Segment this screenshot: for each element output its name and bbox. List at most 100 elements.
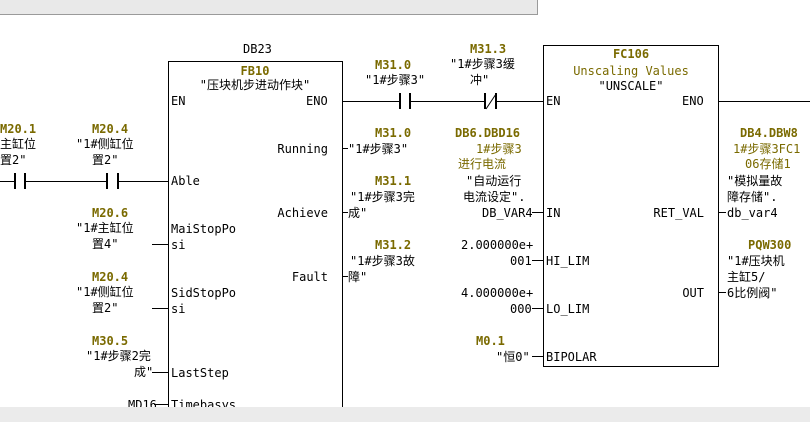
fb10-pin-sidstoppo: SidStopPo	[171, 286, 237, 300]
contact-2-right-bar[interactable]	[117, 173, 119, 189]
fb10-name: FB10	[240, 64, 270, 78]
contact-1-left-bar[interactable]	[14, 173, 16, 189]
fault-symbol-line2: 障"	[348, 270, 368, 284]
fc106-comment: "UNSCALE"	[598, 79, 664, 93]
no-contact-symbol: "1#步骤3"	[365, 73, 426, 87]
fc106-subtitle: Unscaling Values	[573, 64, 689, 78]
wire	[119, 181, 168, 182]
wire	[718, 292, 726, 293]
nc-contact-address: M31.3	[470, 42, 507, 56]
laststep-symbol-line1: "1#步骤2完	[86, 349, 151, 363]
maistop-symbol-line1: "1#主缸位	[76, 221, 134, 235]
fc106-pin-ret-val: RET_VAL	[653, 206, 704, 220]
fc106-pin-lo-lim: LO_LIM	[546, 302, 590, 316]
nc-contact-right-bar[interactable]	[495, 93, 497, 109]
wire	[411, 101, 484, 102]
wire	[342, 276, 348, 277]
maistop-address: M20.6	[92, 206, 129, 220]
ret-val-address: DB4.DBW8	[740, 126, 798, 140]
fb10-eno-pin: ENO	[306, 94, 328, 108]
out-address: PQW300	[748, 238, 792, 252]
contact-1-symbol-line2: 置2"	[0, 153, 27, 167]
wire	[26, 181, 106, 182]
in-symbol-line1: "自动运行	[466, 174, 522, 188]
horizontal-scrollbar[interactable]	[0, 407, 810, 422]
fc106-block[interactable]	[543, 45, 719, 367]
fc106-eno-pin: ENO	[682, 94, 704, 108]
contact-1-right-bar[interactable]	[24, 173, 26, 189]
ret-val-comment-line1: 1#步骤3FC1	[733, 142, 801, 156]
wire	[532, 356, 543, 357]
no-contact-left-bar[interactable]	[399, 93, 401, 109]
contact-2-left-bar[interactable]	[106, 173, 108, 189]
fc106-pin-bipolar: BIPOLAR	[546, 350, 597, 364]
achieve-symbol-line2: 成"	[348, 206, 368, 220]
in-comment-line2: 进行电流	[458, 157, 507, 171]
wire	[532, 308, 543, 309]
fb10-pin-achieve: Achieve	[277, 206, 328, 220]
lo-lim-value-line1: 4.000000e+	[461, 286, 534, 300]
achieve-address: M31.1	[375, 174, 412, 188]
wire	[0, 181, 14, 182]
achieve-symbol-line1: "1#步骤3完	[350, 190, 415, 204]
out-symbol-line3: 6比例阀"	[727, 286, 778, 300]
fb10-comment: "压块机步进动作块"	[199, 78, 311, 92]
nc-contact-slash	[485, 93, 497, 110]
wire	[342, 101, 399, 102]
ret-val-symbol-line3: db_var4	[727, 206, 778, 220]
ret-val-symbol-line2: 障存储".	[727, 190, 778, 204]
wire	[532, 260, 543, 261]
bipolar-address: M0.1	[476, 334, 505, 348]
wire	[342, 212, 348, 213]
fc106-pin-out: OUT	[682, 286, 704, 300]
hi-lim-value-line2: 001	[510, 254, 532, 268]
running-symbol: "1#步骤3"	[348, 142, 409, 156]
wire	[718, 212, 726, 213]
nc-contact-symbol-line2: 冲"	[470, 73, 490, 87]
contact-2-address: M20.4	[92, 122, 129, 136]
in-comment-line1: 1#步骤3	[476, 142, 522, 156]
maistop-symbol-line2: 置4"	[92, 237, 119, 251]
nc-contact-left-bar[interactable]	[484, 93, 486, 109]
wire	[154, 404, 168, 405]
contact-2-symbol-line1: "1#侧缸位	[76, 137, 134, 151]
wire	[718, 101, 810, 102]
fc106-en-pin: EN	[546, 94, 561, 108]
laststep-address: M30.5	[92, 334, 129, 348]
top-panel	[0, 0, 538, 15]
fb10-pin-maistoppo: MaiStopPo	[171, 222, 237, 236]
hi-lim-value-line1: 2.000000e+	[461, 238, 534, 252]
ret-val-comment-line2: 06存储1	[745, 157, 791, 171]
sidstop-symbol-line1: "1#侧缸位	[76, 285, 134, 299]
fb10-pin-laststep: LastStep	[171, 366, 229, 380]
sidstop-symbol-line2: 置2"	[92, 301, 119, 315]
fb10-pin-fault: Fault	[291, 270, 328, 284]
contact-1-address: M20.1	[0, 122, 37, 136]
wire	[342, 148, 348, 149]
contact-1-symbol-line1: 主缸位	[0, 137, 37, 151]
fb10-pin-maistoppo-cont: si	[171, 238, 186, 252]
fb-instance-db: DB23	[243, 42, 272, 56]
in-address: DB6.DBD16	[455, 126, 521, 140]
out-symbol-line2: 主缸5/	[727, 270, 766, 284]
running-address: M31.0	[375, 126, 412, 140]
fb10-block[interactable]	[168, 61, 343, 407]
in-symbol-line2: 电流设定".	[463, 190, 526, 204]
fc106-pin-hi-lim: HI_LIM	[546, 254, 590, 268]
wire	[497, 101, 544, 102]
wire	[152, 244, 168, 245]
no-contact-address: M31.0	[375, 58, 412, 72]
bipolar-symbol: "恒0"	[496, 350, 530, 364]
nc-contact-symbol-line1: "1#步骤3缓	[450, 57, 515, 71]
in-symbol-line3: DB_VAR4	[482, 206, 533, 220]
fb10-pin-sidstoppo-cont: si	[171, 302, 186, 316]
ladder-network-canvas: M20.1 主缸位 置2" M20.4 "1#侧缸位 置2" M20.6 "1#…	[0, 0, 810, 407]
no-contact-right-bar[interactable]	[409, 93, 411, 109]
sidstop-address: M20.4	[92, 270, 129, 284]
fb10-pin-able: Able	[171, 174, 200, 188]
laststep-symbol-line2: 成"	[134, 365, 154, 379]
fault-address: M31.2	[375, 238, 412, 252]
fb10-pin-running: Running	[277, 142, 328, 156]
ret-val-symbol-line1: "模拟量故	[727, 174, 783, 188]
timebase-address: MD16	[128, 398, 157, 407]
